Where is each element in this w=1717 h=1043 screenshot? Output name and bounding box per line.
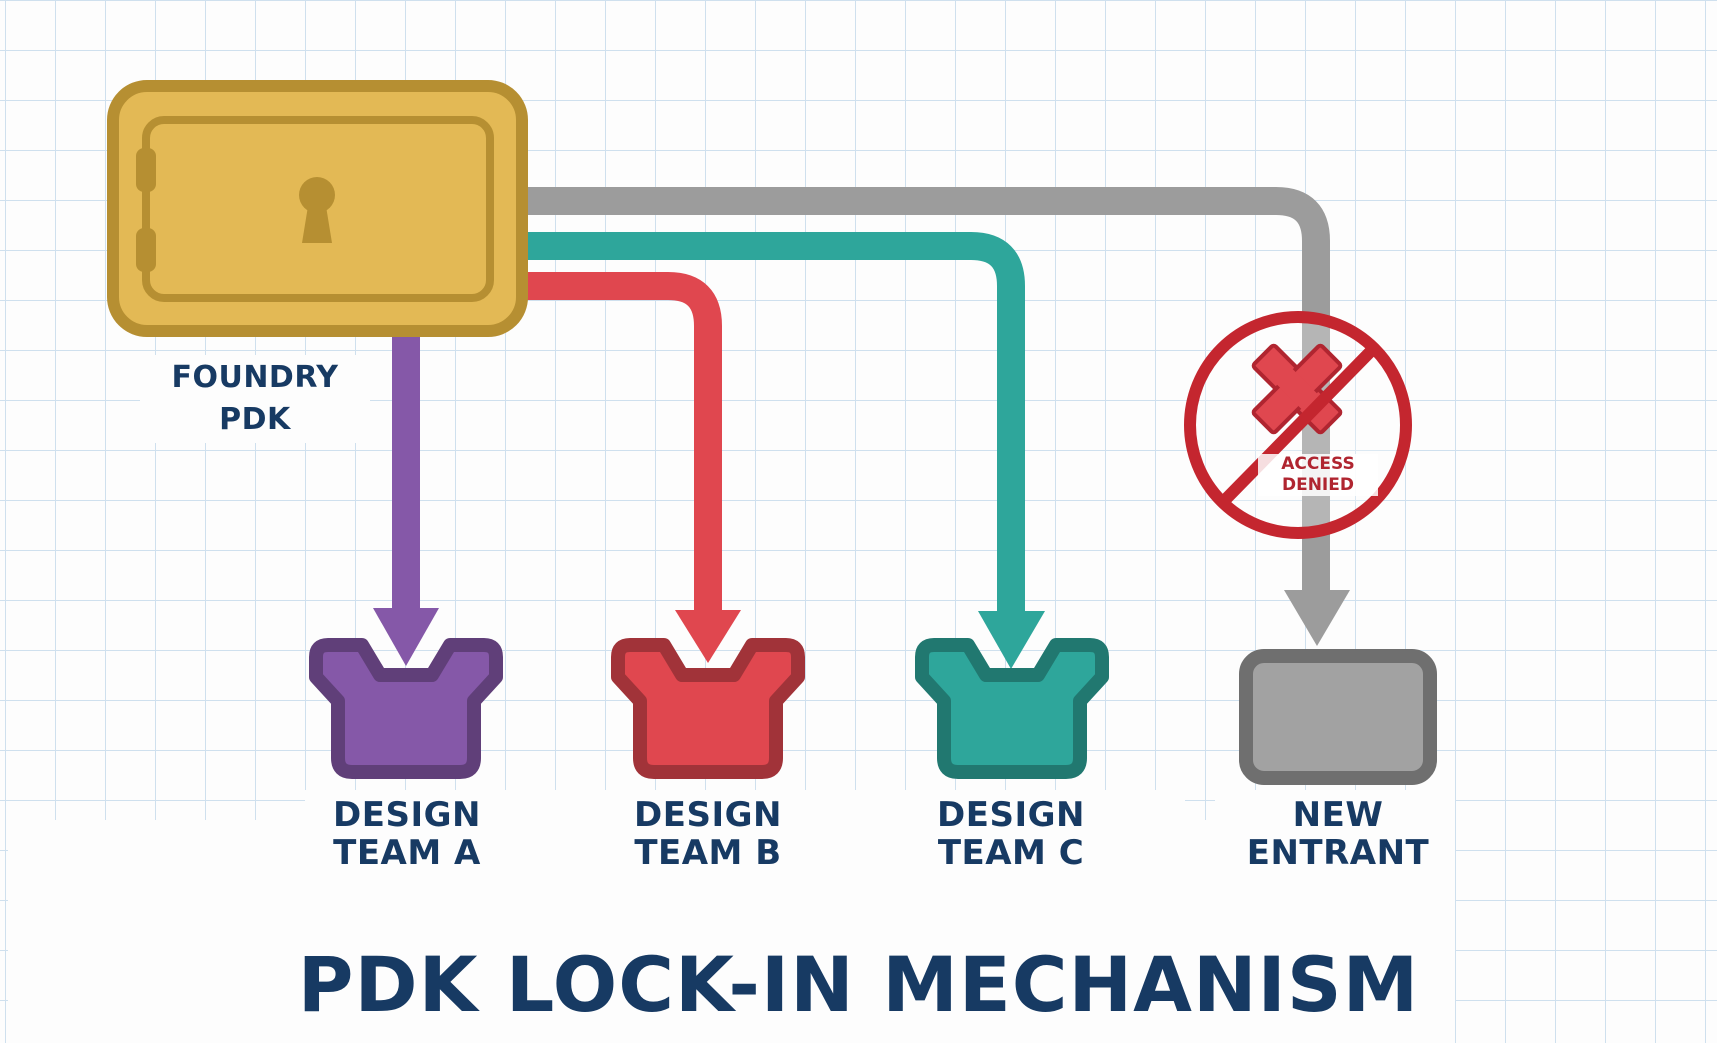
vault-keyhole-icon: [107, 80, 528, 337]
labels-panel-a: [305, 790, 1185, 880]
team-a-label-line1: DESIGN: [333, 795, 481, 835]
arrowhead-team-b: [675, 610, 741, 663]
team-c-label-line1: DESIGN: [937, 795, 1085, 835]
connector-team-c: [520, 232, 1045, 669]
team-b-node-icon: [611, 638, 805, 779]
new-entrant-box-icon: [1239, 649, 1437, 785]
no-access-icon: [1184, 311, 1412, 539]
arrowhead-team-a: [373, 608, 439, 666]
connector-team-a: [373, 320, 439, 666]
grid-pattern-right: [1455, 845, 1717, 1043]
access-denied-line1: ACCESS: [1281, 454, 1355, 474]
prohibition-slash: [1219, 345, 1377, 506]
keyhole-icon: [299, 177, 335, 213]
grid-pattern-left: [0, 845, 8, 1043]
access-denied-line2: DENIED: [1281, 475, 1354, 495]
new-entrant-label-line1: NEW: [1292, 795, 1384, 835]
new-entrant-label: NEW ENTRANT: [1218, 796, 1458, 872]
team-a-node-icon: [309, 638, 503, 779]
team-b-label-line1: DESIGN: [634, 795, 782, 835]
team-a-label: DESIGN TEAM A: [287, 796, 527, 872]
team-b-label: DESIGN TEAM B: [588, 796, 828, 872]
page-title: PDK LOCK-IN MECHANISM: [297, 940, 1420, 1029]
arrowhead-new-entrant: [1284, 590, 1350, 646]
team-c-label: DESIGN TEAM C: [891, 796, 1131, 872]
connector-new-entrant: [520, 187, 1350, 646]
team-b-label-line2: TEAM B: [634, 833, 782, 873]
team-c-label-line2: TEAM C: [937, 833, 1085, 873]
connector-team-b: [520, 272, 741, 663]
foundry-pdk-label: FOUNDRY PDK: [140, 355, 370, 443]
arrowhead-team-c: [978, 611, 1045, 669]
team-c-node-icon: [915, 638, 1109, 779]
foundry-label-line1: FOUNDRY: [171, 360, 339, 395]
new-entrant-label-line2: ENTRANT: [1246, 833, 1430, 873]
foundry-label-line2: PDK: [219, 402, 291, 437]
access-denied-label: ACCESS DENIED: [1258, 454, 1378, 496]
team-a-label-line2: TEAM A: [333, 833, 481, 873]
labels-panel-b: [1215, 790, 1455, 880]
team-nodes: [309, 638, 1109, 779]
